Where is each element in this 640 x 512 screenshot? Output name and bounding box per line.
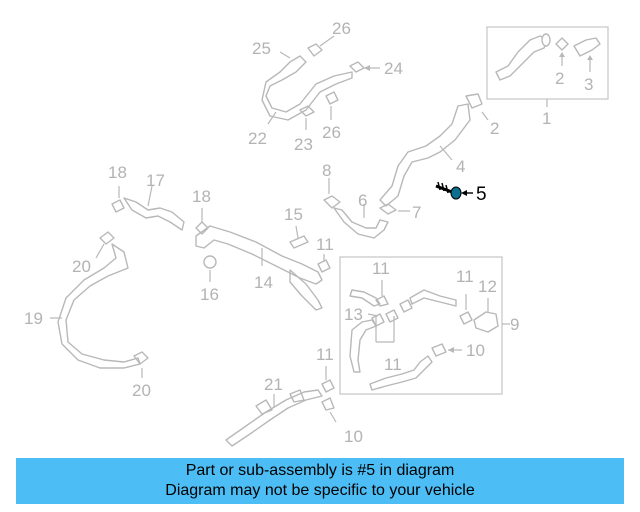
clamp-part-24	[349, 61, 365, 73]
callout-23: 23	[294, 135, 313, 154]
clamp-part-13b	[385, 309, 399, 323]
clamp-part-2b	[465, 93, 483, 109]
hose-part-11-in-box	[349, 289, 381, 307]
clamp-part-23	[299, 105, 315, 117]
callout-9: 9	[510, 315, 519, 334]
callout-21: 21	[264, 375, 283, 394]
callout-11: 11	[384, 355, 402, 374]
banner-line-disclaimer: Diagram may not be specific to your vehi…	[165, 482, 475, 499]
callout-18: 18	[192, 187, 211, 206]
hose-part-1	[495, 35, 549, 81]
callout-26: 26	[322, 123, 341, 142]
callout-19: 19	[24, 309, 43, 328]
callout-6: 6	[358, 191, 367, 210]
clamp-part-11b	[375, 295, 389, 307]
callout-20: 20	[132, 381, 151, 400]
callout-18: 18	[108, 163, 127, 182]
banner-line-part-number: Part or sub-assembly is #5 in diagram	[185, 462, 455, 479]
callout-25: 25	[252, 39, 271, 58]
hose-part-box-upper	[409, 289, 457, 307]
clamp-part-11a	[317, 259, 331, 273]
callout-22: 22	[248, 129, 267, 148]
fitting-part-12	[473, 311, 499, 333]
clamp-part-20b	[133, 351, 149, 365]
clamp-part-26	[307, 43, 323, 57]
info-banner: Part or sub-assembly is #5 in diagram Di…	[16, 458, 624, 504]
pipe-part-14	[195, 225, 323, 285]
clamp-part-20a	[99, 231, 115, 245]
callout-13: 13	[344, 305, 363, 324]
callout-10: 10	[466, 341, 485, 360]
hose-part-22	[261, 55, 353, 121]
clip-part-18	[111, 199, 125, 213]
clamp-box-a	[399, 299, 413, 313]
hose-part-17	[123, 197, 185, 231]
callout-20: 20	[72, 257, 91, 276]
callout-15: 15	[284, 205, 303, 224]
fitting-part-3	[573, 37, 601, 57]
clip-part-18b	[195, 221, 209, 235]
callout-7: 7	[412, 203, 421, 222]
clamp-part-11c	[459, 311, 473, 325]
callout-2: 2	[555, 69, 564, 88]
clamp-part-8	[323, 195, 341, 209]
bolt-part-15	[289, 235, 309, 249]
clamp-part-2	[555, 37, 569, 51]
clamp-part-11d	[321, 379, 335, 393]
callout-26: 26	[332, 19, 351, 38]
pipe-part-4	[379, 103, 471, 207]
callout-10: 10	[344, 427, 363, 446]
bracket-part-14	[289, 269, 323, 311]
callout-4: 4	[456, 157, 465, 176]
callout-17: 17	[146, 171, 165, 190]
bracket-part-21a	[255, 399, 273, 415]
hose-part-19	[57, 243, 141, 369]
callout-5-highlighted: 5	[476, 184, 487, 205]
hose-part-box-lower	[369, 355, 433, 391]
clamp-part-10b	[321, 397, 335, 411]
clamp-part-26b	[325, 91, 339, 105]
bolt-part-5	[435, 181, 473, 200]
callout-2: 2	[490, 119, 499, 138]
callout-11: 11	[456, 267, 474, 286]
callout-1: 1	[542, 109, 551, 128]
bracket-part-16	[203, 255, 217, 269]
callout-24: 24	[384, 59, 403, 78]
callout-11: 11	[372, 259, 390, 278]
clamp-part-10a	[431, 343, 447, 357]
callout-14: 14	[254, 273, 273, 292]
callout-11: 11	[316, 345, 334, 364]
bracket-part-21b	[289, 389, 305, 403]
callout-3: 3	[584, 75, 593, 94]
callout-12: 12	[478, 277, 497, 296]
callout-11: 11	[316, 235, 334, 254]
hose-part-6	[333, 207, 389, 239]
hose-part-box-left	[349, 319, 377, 373]
callout-16: 16	[200, 285, 219, 304]
group-box-9	[339, 256, 503, 395]
clamp-part-7	[379, 203, 397, 215]
callout-8: 8	[322, 161, 331, 180]
